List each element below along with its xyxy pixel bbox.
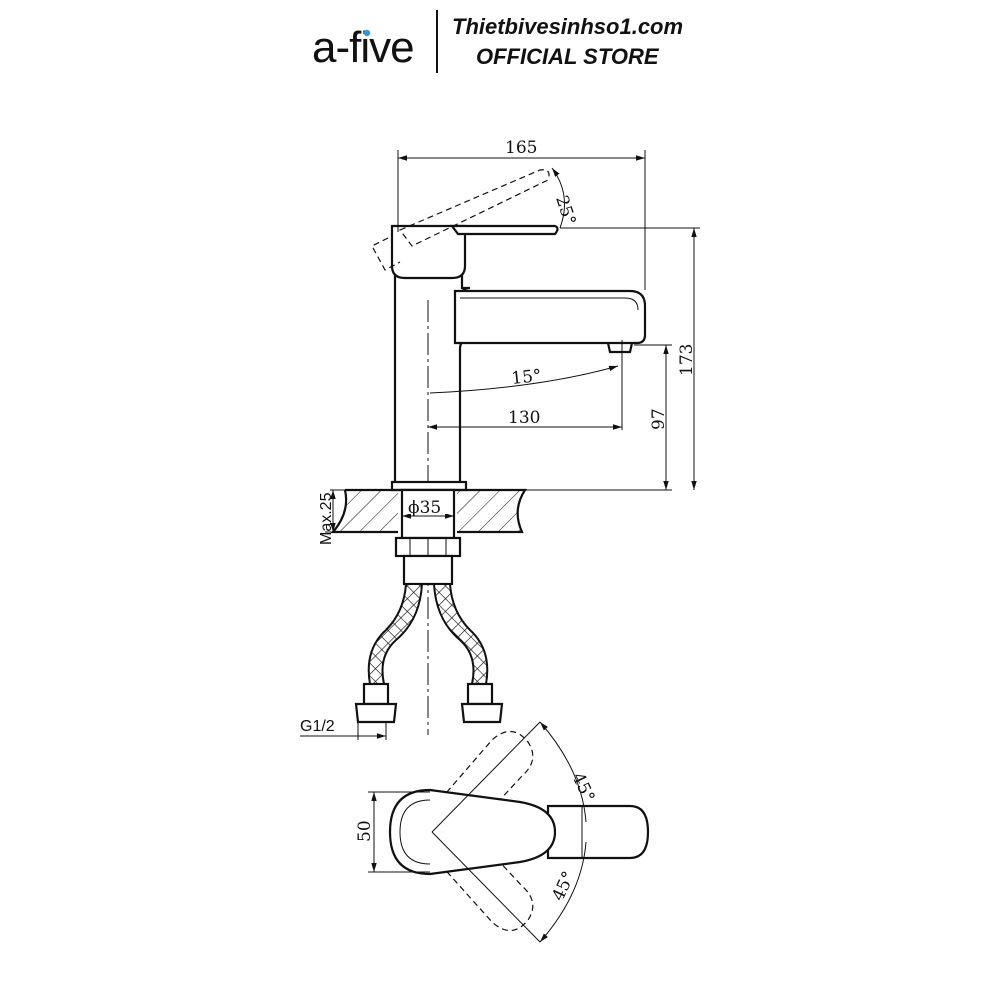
arc-45-up	[539, 721, 587, 823]
aerator	[606, 342, 634, 354]
hose-left	[367, 583, 424, 685]
faucet-spout	[453, 289, 647, 345]
hose-nut-left	[354, 702, 398, 724]
arc-25	[551, 167, 565, 229]
spout-inner-top	[460, 297, 639, 311]
brand-header: a-five Thietbivesinhso1.com OFFICIAL STO…	[312, 10, 683, 73]
deck-hatch-right	[457, 490, 525, 532]
base-flange	[390, 480, 468, 492]
deck-section	[330, 488, 672, 586]
flexible-hoses	[354, 583, 504, 724]
dim-connector: G1/2	[300, 718, 335, 735]
faucet-top-view: 50 45° 45°	[355, 721, 650, 943]
ray-45-down	[431, 831, 541, 943]
arc-45-down	[539, 841, 587, 943]
arc-15	[429, 365, 619, 394]
dim-35-bg	[406, 500, 448, 514]
ray-45-up	[431, 721, 541, 833]
dim-base-diameter: ϕ35	[408, 498, 441, 518]
body-top	[388, 788, 557, 876]
dim-lever-angle: 25°	[551, 193, 579, 228]
logo-accent-dot	[363, 29, 371, 37]
dim-rotate-up: 45°	[567, 770, 598, 806]
mounting-stud	[402, 554, 454, 586]
faucet-side-view	[371, 169, 647, 735]
dim-rotate-down: 45°	[548, 868, 579, 904]
dim-overall-length: 165	[505, 138, 537, 158]
handle-top	[546, 804, 650, 860]
store-label: OFFICIAL STORE	[476, 44, 660, 69]
handle-rotated-up	[439, 730, 534, 833]
body-top-inner	[399, 799, 431, 865]
faucet-cap	[390, 224, 467, 280]
hose-ferrule-left	[362, 682, 390, 706]
hose-ferrule-right	[466, 682, 494, 706]
deck-hatch-left	[333, 490, 398, 532]
dim-spout-angle: 15°	[510, 366, 542, 389]
dim-spout-height: 97	[649, 408, 669, 430]
brand-logo: a-five	[312, 23, 414, 72]
dim-handle-width: 50	[355, 820, 375, 842]
dim-spout-reach: 130	[508, 408, 540, 428]
dim-total-height: 173	[677, 344, 697, 376]
lever-raised-dashed	[371, 169, 550, 271]
dim-deck-thickness: Max.25	[318, 492, 335, 545]
lever-handle	[449, 224, 559, 236]
hose-right	[432, 583, 489, 685]
store-website: Thietbivesinhso1.com	[452, 14, 683, 39]
hose-nut-right	[460, 702, 504, 724]
